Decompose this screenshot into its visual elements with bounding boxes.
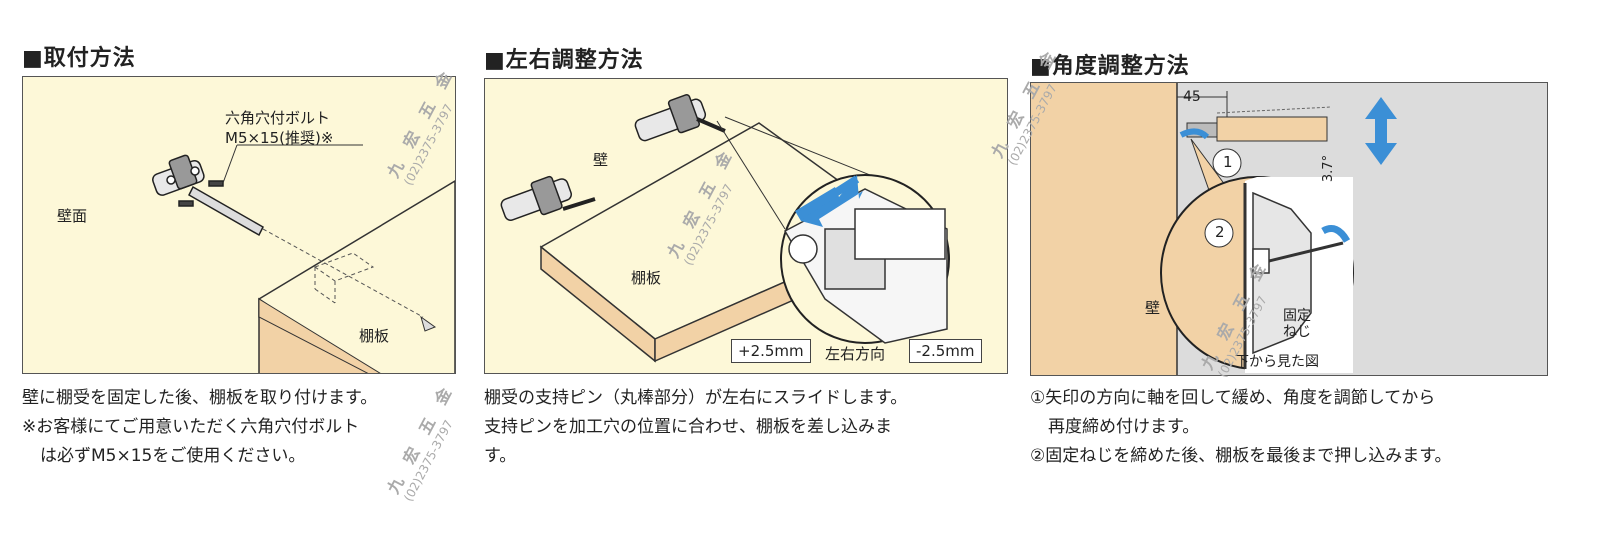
wall-surface-label: 壁面 [57, 207, 88, 225]
step-2-badge: 2 [1215, 223, 1225, 241]
bolt-label-line2: M5×15(推奨)※ [225, 129, 334, 147]
angle-desc-2: 再度締め付けます。 [1048, 417, 1200, 437]
lateral-desc-3: す。 [484, 446, 517, 466]
section-title-angle: ■角度調整方法 [1030, 54, 1190, 79]
panel-mounting: 六角穴付ボルト M5×15(推奨)※ 壁面 棚板 [22, 76, 456, 374]
step-1-badge: 1 [1223, 153, 1233, 171]
shelf-label: 棚板 [631, 269, 662, 287]
mounting-desc-1: 壁に棚受を固定した後、棚板を取り付けます。 [22, 388, 378, 408]
bottom-view-label: 下から見た図 [1235, 354, 1319, 370]
angle-illustration [1031, 83, 1397, 375]
screw-label-line1: 固定 [1283, 308, 1311, 324]
dim-45: 45 [1183, 89, 1201, 105]
angle-desc-1: ①矢印の方向に軸を回して緩め、角度を調節してから [1030, 388, 1436, 408]
lateral-desc-2: 支持ピンを加工穴の位置に合わせ、棚板を差し込みま [484, 417, 892, 437]
mounting-desc-3: は必ずM5×15をご使用ください。 [40, 446, 306, 466]
watermark: 九 宏 五 金(02)2375-3797 [383, 379, 458, 504]
shelf-label: 棚板 [359, 327, 390, 345]
lateral-illustration [500, 94, 950, 363]
panel-lateral: 壁 棚板 +2.5mm 左右方向 -2.5mm [484, 78, 1008, 374]
mounting-illustration [152, 144, 455, 373]
panel-angle: 45 3.7° 1 2 壁 固定 ねじ 下から見た図 [1030, 82, 1548, 376]
section-title-mounting: ■取付方法 [22, 46, 136, 71]
wall-label: 壁 [593, 151, 609, 169]
mounting-desc-2: ※お客様にてご用意いただく六角穴付ボルト [22, 417, 360, 437]
section-title-lateral: ■左右調整方法 [484, 48, 644, 73]
wall-label: 壁 [1145, 299, 1161, 317]
direction-label: 左右方向 [825, 345, 886, 363]
screw-label-line2: ねじ [1283, 324, 1311, 340]
lateral-desc-1: 棚受の支持ピン（丸棒部分）が左右にスライドします。 [484, 388, 908, 408]
angle-label: 3.7° [1321, 154, 1337, 183]
angle-desc-3: ②固定ねじを締めた後、棚板を最後まで押し込みます。 [1030, 446, 1452, 466]
minus-offset-box: -2.5mm [909, 339, 982, 363]
plus-offset-box: +2.5mm [731, 339, 811, 363]
bolt-label-line1: 六角穴付ボルト [225, 109, 331, 127]
